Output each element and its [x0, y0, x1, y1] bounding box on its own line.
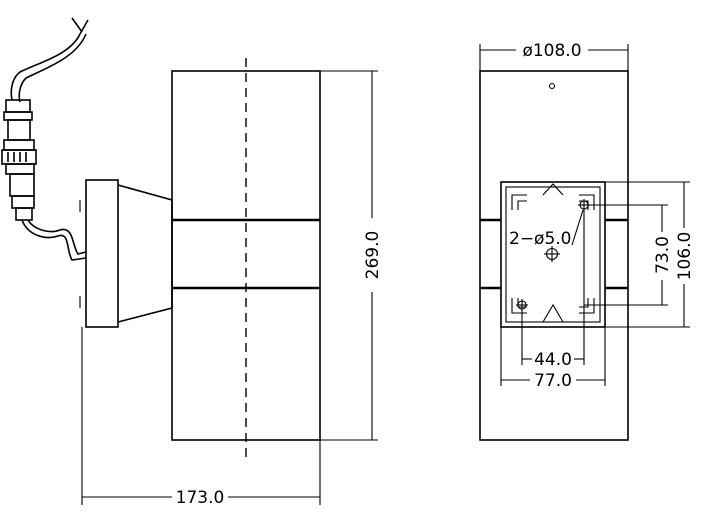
hole-note-label: 2−ø5.0 [509, 229, 572, 249]
lamp-body-front [479, 70, 629, 441]
lamp-body-side [171, 58, 321, 460]
dim-height-label: 269.0 [363, 231, 383, 280]
dim-total-length: 173.0 [81, 327, 321, 508]
dim-diameter-label: ø108.0 [522, 41, 581, 61]
dim-hole-spacing-v-label: 73.0 [653, 236, 673, 274]
top-hole [548, 82, 556, 90]
dim-height: 269.0 [320, 70, 383, 441]
dim-hole-spacing-h-label: 44.0 [534, 350, 572, 370]
side-view: 173.0 269.0 [1, 17, 383, 508]
dim-total-length-label: 173.0 [176, 488, 225, 508]
dim-hole-spacing-h: 44.0 [521, 211, 585, 370]
dim-plate-height-label: 106.0 [675, 232, 695, 281]
dim-plate-width: 77.0 [500, 327, 606, 391]
dim-hole-spacing-v: 73.0 [584, 204, 673, 306]
mounting-plate [500, 181, 606, 328]
dim-plate-height: 106.0 [605, 181, 695, 328]
dim-diameter: ø108.0 [479, 41, 629, 71]
dim-plate-width-label: 77.0 [534, 371, 572, 391]
front-view: 2−ø5.0 ø108.0 73.0 106.0 [479, 41, 695, 441]
cable-connector [1, 17, 89, 261]
hole-note: 2−ø5.0 [509, 209, 584, 249]
mounting-base [79, 179, 173, 328]
